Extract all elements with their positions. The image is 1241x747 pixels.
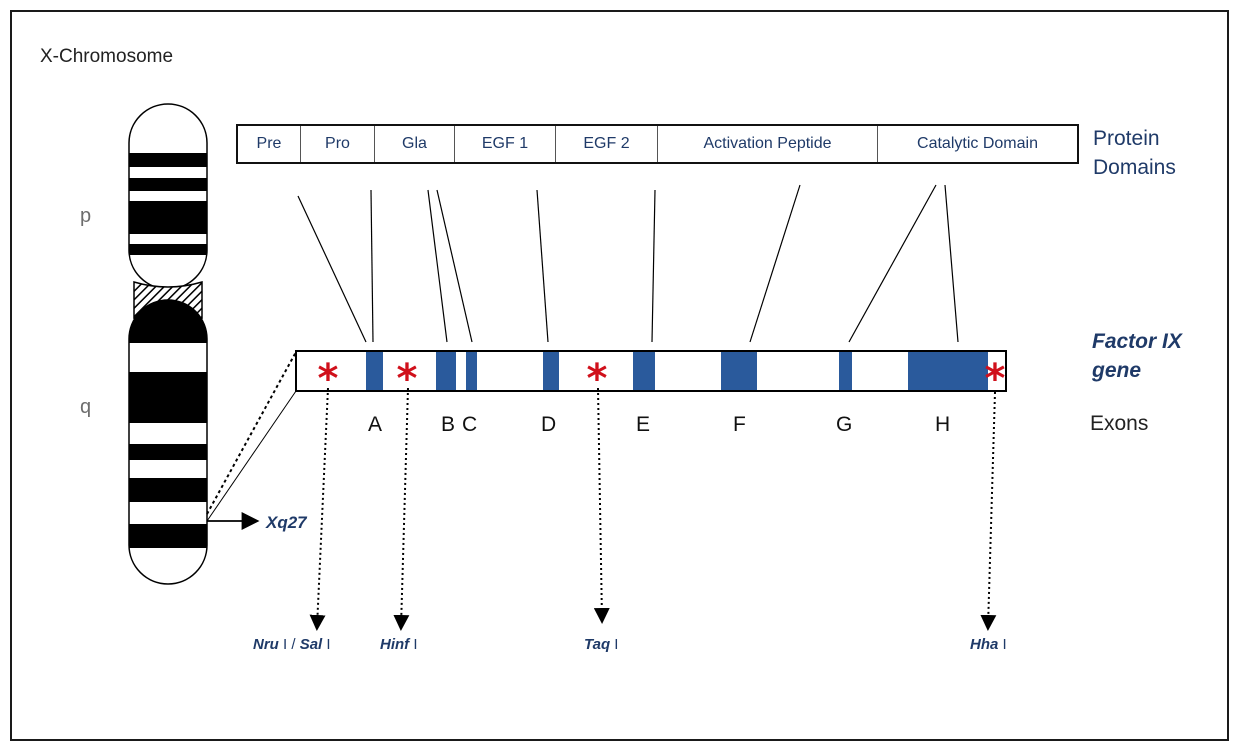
protein-domains-label: Protein Domains [1093, 127, 1176, 179]
domain-gla: Gla [375, 126, 455, 162]
band [129, 444, 207, 460]
exon-label-d: D [541, 413, 557, 436]
figure-title: X-Chromosome [40, 46, 174, 67]
exon-label-e: E [636, 413, 651, 436]
band [129, 478, 207, 502]
site-marker-4: * [985, 356, 1006, 402]
band [129, 372, 207, 423]
exon-label-f: F [733, 413, 746, 436]
exon-c-block [466, 352, 477, 390]
site-marker-1: * [318, 356, 339, 402]
exon-a-block [366, 352, 383, 390]
domain-pro: Pro [301, 126, 375, 162]
domain-exon-connectors [297, 184, 959, 343]
figure-frame [10, 10, 1229, 741]
exon-d-block [543, 352, 559, 390]
enzyme-taq: Taq I [584, 636, 619, 653]
band [129, 201, 207, 234]
exon-label-h: H [935, 413, 951, 436]
factor-ix-gene-label: Factor IX gene [1092, 330, 1182, 382]
chromosome-p-arm [128, 103, 208, 290]
band [129, 153, 207, 167]
domain-egf-1: EGF 1 [455, 126, 556, 162]
band [129, 178, 207, 191]
domain-egf-2: EGF 2 [556, 126, 658, 162]
exon-e-block [633, 352, 655, 390]
exon-label-a: A [368, 413, 383, 436]
zoom-line-solid [206, 390, 297, 522]
arm-q-label: q [80, 396, 92, 418]
exon-label-b: B [441, 413, 456, 436]
enzyme-hinf: Hinf I [380, 636, 418, 653]
restriction-site-markers: * * * * [318, 356, 1006, 402]
enzyme-nru-sal: Nru I / Sal I [253, 636, 331, 653]
band [129, 244, 207, 255]
arm-p-label: p [80, 205, 92, 227]
exon-h-block [908, 352, 988, 390]
site-arrows [309, 387, 997, 631]
exon-label-c: C [462, 413, 478, 436]
exon-label-g: G [836, 413, 853, 436]
xq27-locus-label: Xq27 [266, 513, 307, 532]
enzyme-hha: Hha I [970, 636, 1007, 653]
exon-g-block [839, 352, 852, 390]
domain-activation-peptide: Activation Peptide [658, 126, 878, 162]
zoom-line-dotted [206, 351, 297, 515]
domain-pre: Pre [238, 126, 301, 162]
exon-blocks [366, 352, 988, 390]
exon-f-block [721, 352, 757, 390]
site-marker-2: * [397, 356, 418, 402]
band [129, 524, 207, 548]
exon-b-block [436, 352, 456, 390]
protein-domain-bar: Pre Pro Gla EGF 1 EGF 2 Activation Pepti… [236, 124, 1079, 164]
site-marker-3: * [587, 356, 608, 402]
exons-label: Exons [1090, 412, 1149, 435]
chromosome-q-arm [128, 299, 208, 585]
domain-catalytic: Catalytic Domain [917, 135, 1038, 152]
